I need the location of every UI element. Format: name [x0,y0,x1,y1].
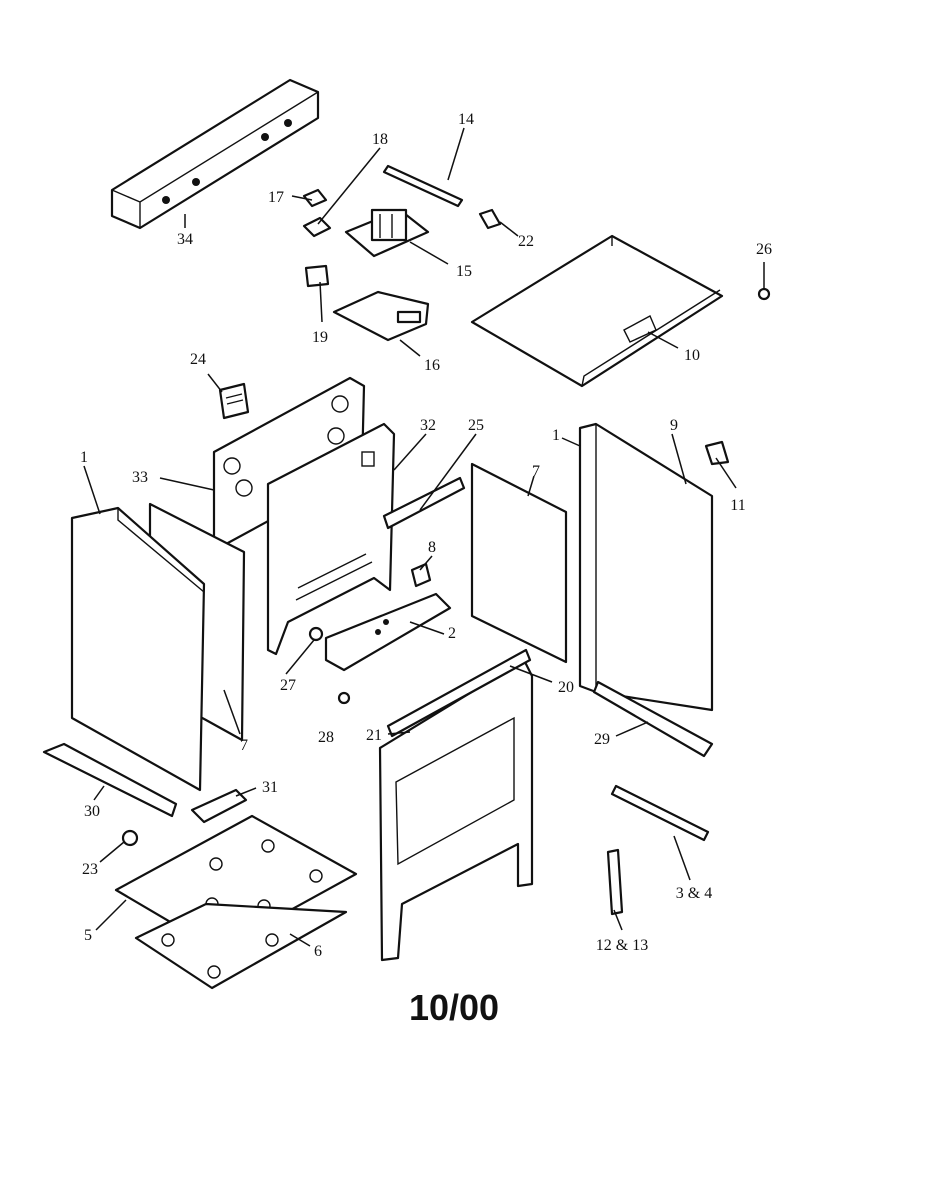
label-32: 32 [420,417,436,434]
label-22: 22 [518,233,534,250]
label-5: 5 [84,927,92,944]
part-30-rail [42,742,178,818]
label-20: 20 [558,679,574,696]
part-16-bracket [332,290,430,342]
label-14: 14 [458,111,474,128]
label-26: 26 [756,241,772,258]
part-32-oven-back [266,422,396,656]
leader-lines [83,127,765,947]
part-26-screw [757,287,771,301]
label-27: 27 [280,677,296,694]
label-9: 9 [670,417,678,434]
revision-date: 10/00 [409,987,499,1028]
part-19-clip [304,264,330,288]
part-12-13-hinge [606,848,624,916]
label-1-right: 1 [552,427,560,444]
part-7-inner-side-right [470,462,568,664]
part-34-top-rail [110,78,320,230]
part-28-nut [337,691,351,705]
part-24-label-plate [218,382,250,420]
part-29-rail [592,680,714,758]
label-7-right: 7 [532,463,540,480]
part-3-4-slide-rail [610,784,710,842]
part-18-bracket [302,216,332,238]
label-2: 2 [448,625,456,642]
part-31-bracket [190,788,248,824]
label-19: 19 [312,329,328,346]
part-6-base-plate [134,902,348,990]
part-14-bar [382,164,464,208]
label-25: 25 [468,417,484,434]
label-10: 10 [684,347,700,364]
part-1-side-panel-left [70,506,206,792]
part-20-front-frame [378,648,534,962]
label-30: 30 [84,803,100,820]
label-24: 24 [190,351,206,368]
part-10-top-panel [470,234,724,388]
part-2-front-rail [324,592,452,672]
label-16: 16 [424,357,440,374]
label-33: 33 [132,469,148,486]
part-8-clip [410,562,432,588]
label-23: 23 [82,861,98,878]
label-17: 17 [268,189,284,206]
label-29: 29 [594,731,610,748]
part-11-clip [704,440,730,466]
part-15-switch [344,208,430,258]
label-12-13: 12 & 13 [596,937,648,954]
part-9-side-panel-right [578,422,714,712]
part-23-leveler [121,829,139,847]
label-8: 8 [428,539,436,556]
label-18: 18 [372,131,388,148]
part-27-grommet [308,626,324,642]
part-17-clip [302,188,328,208]
label-6: 6 [314,943,322,960]
label-1-left: 1 [80,449,88,466]
label-31: 31 [262,779,278,796]
label-28: 28 [318,729,334,746]
label-7-left: 7 [240,737,248,754]
label-34: 34 [177,231,193,248]
part-25-channel [382,476,466,530]
part-22-small-part [478,208,502,230]
label-21: 21 [366,727,382,744]
label-11: 11 [730,497,745,514]
label-15: 15 [456,263,472,280]
label-3-4: 3 & 4 [676,885,712,902]
